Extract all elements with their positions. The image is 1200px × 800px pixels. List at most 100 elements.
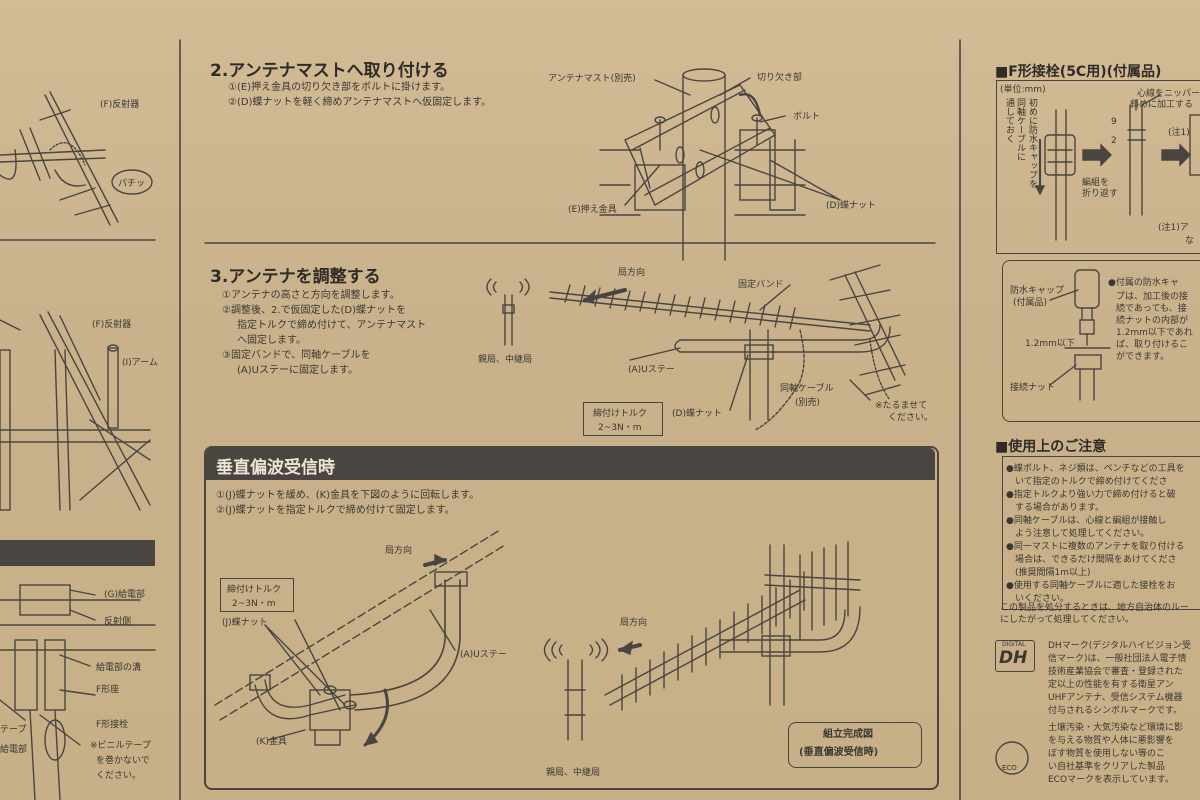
caution-4: する場合があります。 bbox=[1015, 503, 1105, 513]
cap-desc-1: ●付属の防水キャ bbox=[1108, 278, 1179, 288]
label-reflect-side: 反射側 bbox=[104, 617, 132, 627]
dh-logo-text: DH bbox=[999, 648, 1028, 668]
section3-step-2: ②調整後、2.で仮固定した(D)蝶ナットを bbox=[222, 305, 407, 316]
core-note-1: 心線をニッパー bbox=[1137, 89, 1200, 99]
section3-elements bbox=[564, 284, 796, 330]
dh-text-4: 定以上の性能を有する衛星アン bbox=[1048, 680, 1174, 690]
vertical-panel bbox=[204, 446, 939, 790]
vertical-title: 垂直偏波受信時 bbox=[216, 458, 335, 478]
caution-9: (推奨間隔1m以上) bbox=[1015, 568, 1091, 578]
eco-text-5: ECOマークを表示しています。 bbox=[1048, 775, 1174, 785]
fconnector-box bbox=[996, 80, 1200, 254]
section3-step-4: へ固定します。 bbox=[237, 335, 306, 346]
torque-v-line2: 2~3N・m bbox=[232, 599, 276, 609]
label-vinyl-1: ※ビニルテープ bbox=[90, 741, 152, 751]
label-fshape: F形座 bbox=[96, 685, 120, 695]
label-cable: 同軸ケーブル bbox=[780, 384, 834, 394]
section3-step-6: (A)Uステーに固定します。 bbox=[237, 365, 358, 376]
caution-6: よう注意して処理してください。 bbox=[1015, 529, 1150, 539]
dim-12: 1.2mm以下 bbox=[1025, 339, 1075, 349]
caution-7: ●同一マストに複数のアンテナを取り付ける bbox=[1006, 542, 1185, 552]
cap-desc-5: 1.2mm以下であれ bbox=[1116, 328, 1193, 338]
note-1-b: な bbox=[1185, 236, 1195, 246]
caution-8: 場合は、できるだけ間隔をあけてくださ bbox=[1015, 555, 1177, 565]
caution-2: いて指定のトルクで締め付けてくださ bbox=[1015, 477, 1168, 487]
section3-drawing bbox=[486, 264, 906, 431]
section3-title: 3.アンテナを調整する bbox=[210, 267, 381, 287]
right-cap-drawing bbox=[1049, 269, 1111, 401]
cap-2: (付属品) bbox=[1013, 298, 1048, 308]
section3-step-1: ①アンテナの高さと方向を調整します。 bbox=[222, 290, 400, 301]
left-feed-detail bbox=[0, 584, 156, 800]
cap-box bbox=[1002, 260, 1200, 422]
label-vinyl-3: ください。 bbox=[96, 771, 142, 781]
label-direction-v1: 局方向 bbox=[385, 546, 413, 556]
section2-step-1: ①(E)押え金具の切り欠き部をボルトに掛けます。 bbox=[228, 82, 451, 93]
label-wingnut-2: (D)蝶ナット bbox=[826, 201, 876, 211]
label-arm: (I)アーム bbox=[122, 358, 158, 368]
section3-step-5: ③固定バンドで、同軸ケーブルを bbox=[222, 350, 371, 361]
label-station-v: 親局、中継局 bbox=[546, 768, 601, 778]
label-bolt: ボルト bbox=[793, 112, 821, 122]
torque-box-v: 締付けトルク 2~3N・m bbox=[220, 578, 294, 612]
label-vinyl-2: を巻かないで bbox=[96, 756, 150, 766]
torque-3-line2: 2~3N・m bbox=[598, 423, 642, 433]
vertical-elements bbox=[621, 571, 805, 711]
label-note-slack-2: ください。 bbox=[888, 413, 934, 423]
label-station-3: 親局、中継局 bbox=[478, 355, 533, 365]
label-mast: アンテナマスト(別売) bbox=[548, 74, 636, 84]
label-clamp: (E)押え金具 bbox=[568, 205, 617, 215]
nut-label: 接続ナット bbox=[1010, 383, 1056, 393]
label-ustay-v: (A)Uステー bbox=[460, 650, 507, 660]
dh-text-1: DHマーク(デジタルハイビジョン受 bbox=[1048, 641, 1191, 651]
caution-3: ●指定トルクより強い力で締め付けると破 bbox=[1006, 490, 1176, 500]
eco-text-3: ぼす物質を使用しない等のこ bbox=[1048, 749, 1166, 759]
cap-desc-4: 続ナットの内部が bbox=[1116, 316, 1189, 326]
label-direction-v2: 局方向 bbox=[620, 618, 648, 628]
right-fconnector-drawing bbox=[1034, 94, 1200, 241]
label-click: パチッ bbox=[118, 179, 146, 189]
label-reflector-1: (F)反射器 bbox=[100, 100, 140, 110]
label-feed-end: 給電部の溝 bbox=[96, 663, 142, 673]
dh-text-5: UHFアンテナ、受信システム機器 bbox=[1048, 693, 1183, 703]
label-ftype: F形接栓 bbox=[96, 720, 129, 730]
label-feed: (G)給電部 bbox=[104, 590, 145, 600]
caution-title: ■使用上のご注意 bbox=[995, 439, 1107, 455]
label-reflector-2: (F)反射器 bbox=[92, 320, 132, 330]
dh-logo: DIGITAL DH bbox=[995, 640, 1035, 672]
complete-line1: 組立完成図 bbox=[823, 729, 873, 740]
dh-text-6: 付与されるシンボルマークです。 bbox=[1048, 706, 1183, 716]
complete-line2: (垂直偏波受信時) bbox=[799, 747, 879, 758]
eco-text-1: 土壌汚染・大気汚染など環境に影 bbox=[1048, 723, 1184, 733]
section2-drawing bbox=[599, 68, 841, 261]
dim-9: 9 bbox=[1111, 117, 1117, 127]
vertical-note-1: 同軸ケーブルに bbox=[1015, 98, 1025, 161]
vertical-note-3: 通しておく bbox=[1004, 98, 1014, 143]
label-direction-3: 局方向 bbox=[618, 268, 646, 278]
vertical-step-1: ①(J)蝶ナットを緩め、(K)金具を下図のように回転します。 bbox=[216, 490, 480, 501]
label-cable-sub: (別売) bbox=[795, 398, 821, 408]
left-antenna-top bbox=[0, 91, 153, 226]
caution-10: ●使用する同軸ケーブルに適した接栓をお bbox=[1006, 581, 1176, 591]
label-wingnut-3: (D)蝶ナット bbox=[672, 409, 722, 419]
eco-text-4: い自社基準をクリアした製品 bbox=[1048, 762, 1166, 772]
dh-logo-small: DIGITAL bbox=[1002, 641, 1026, 648]
caution-box: ●蝶ボルト、ネジ類は、ペンチなどの工具を いて指定のトルクで締め付けてくださ ●… bbox=[1002, 456, 1200, 610]
label-bracket-k: (K)金具 bbox=[256, 737, 287, 747]
label-note-slack: ※たるませて bbox=[875, 401, 928, 411]
fold-1: 編組を bbox=[1082, 178, 1110, 188]
caution-1: ●蝶ボルト、ネジ類は、ペンチなどの工具を bbox=[1006, 464, 1185, 474]
cap-desc-6: ば、取り付けるこ bbox=[1116, 340, 1189, 350]
cap-desc-3: 続であっても、接 bbox=[1116, 304, 1187, 314]
vertical-note-2: 初めに防水キャップを bbox=[1027, 98, 1037, 188]
torque-3-line1: 締付けトルク bbox=[593, 409, 648, 419]
dim-2: 2 bbox=[1111, 136, 1117, 146]
label-wingnut-v: (J)蝶ナット bbox=[222, 618, 268, 628]
dispose-2: にしたがって処理してください。 bbox=[1000, 615, 1135, 625]
eco-circle bbox=[995, 741, 1029, 775]
dispose-1: この製品を処分するときは、地方自治体のルー bbox=[1000, 603, 1190, 613]
label-tape-feed: 給電部 bbox=[0, 745, 28, 755]
vertical-drawing bbox=[214, 529, 861, 747]
vertical-title-bar: 垂直偏波受信時 bbox=[206, 448, 935, 480]
